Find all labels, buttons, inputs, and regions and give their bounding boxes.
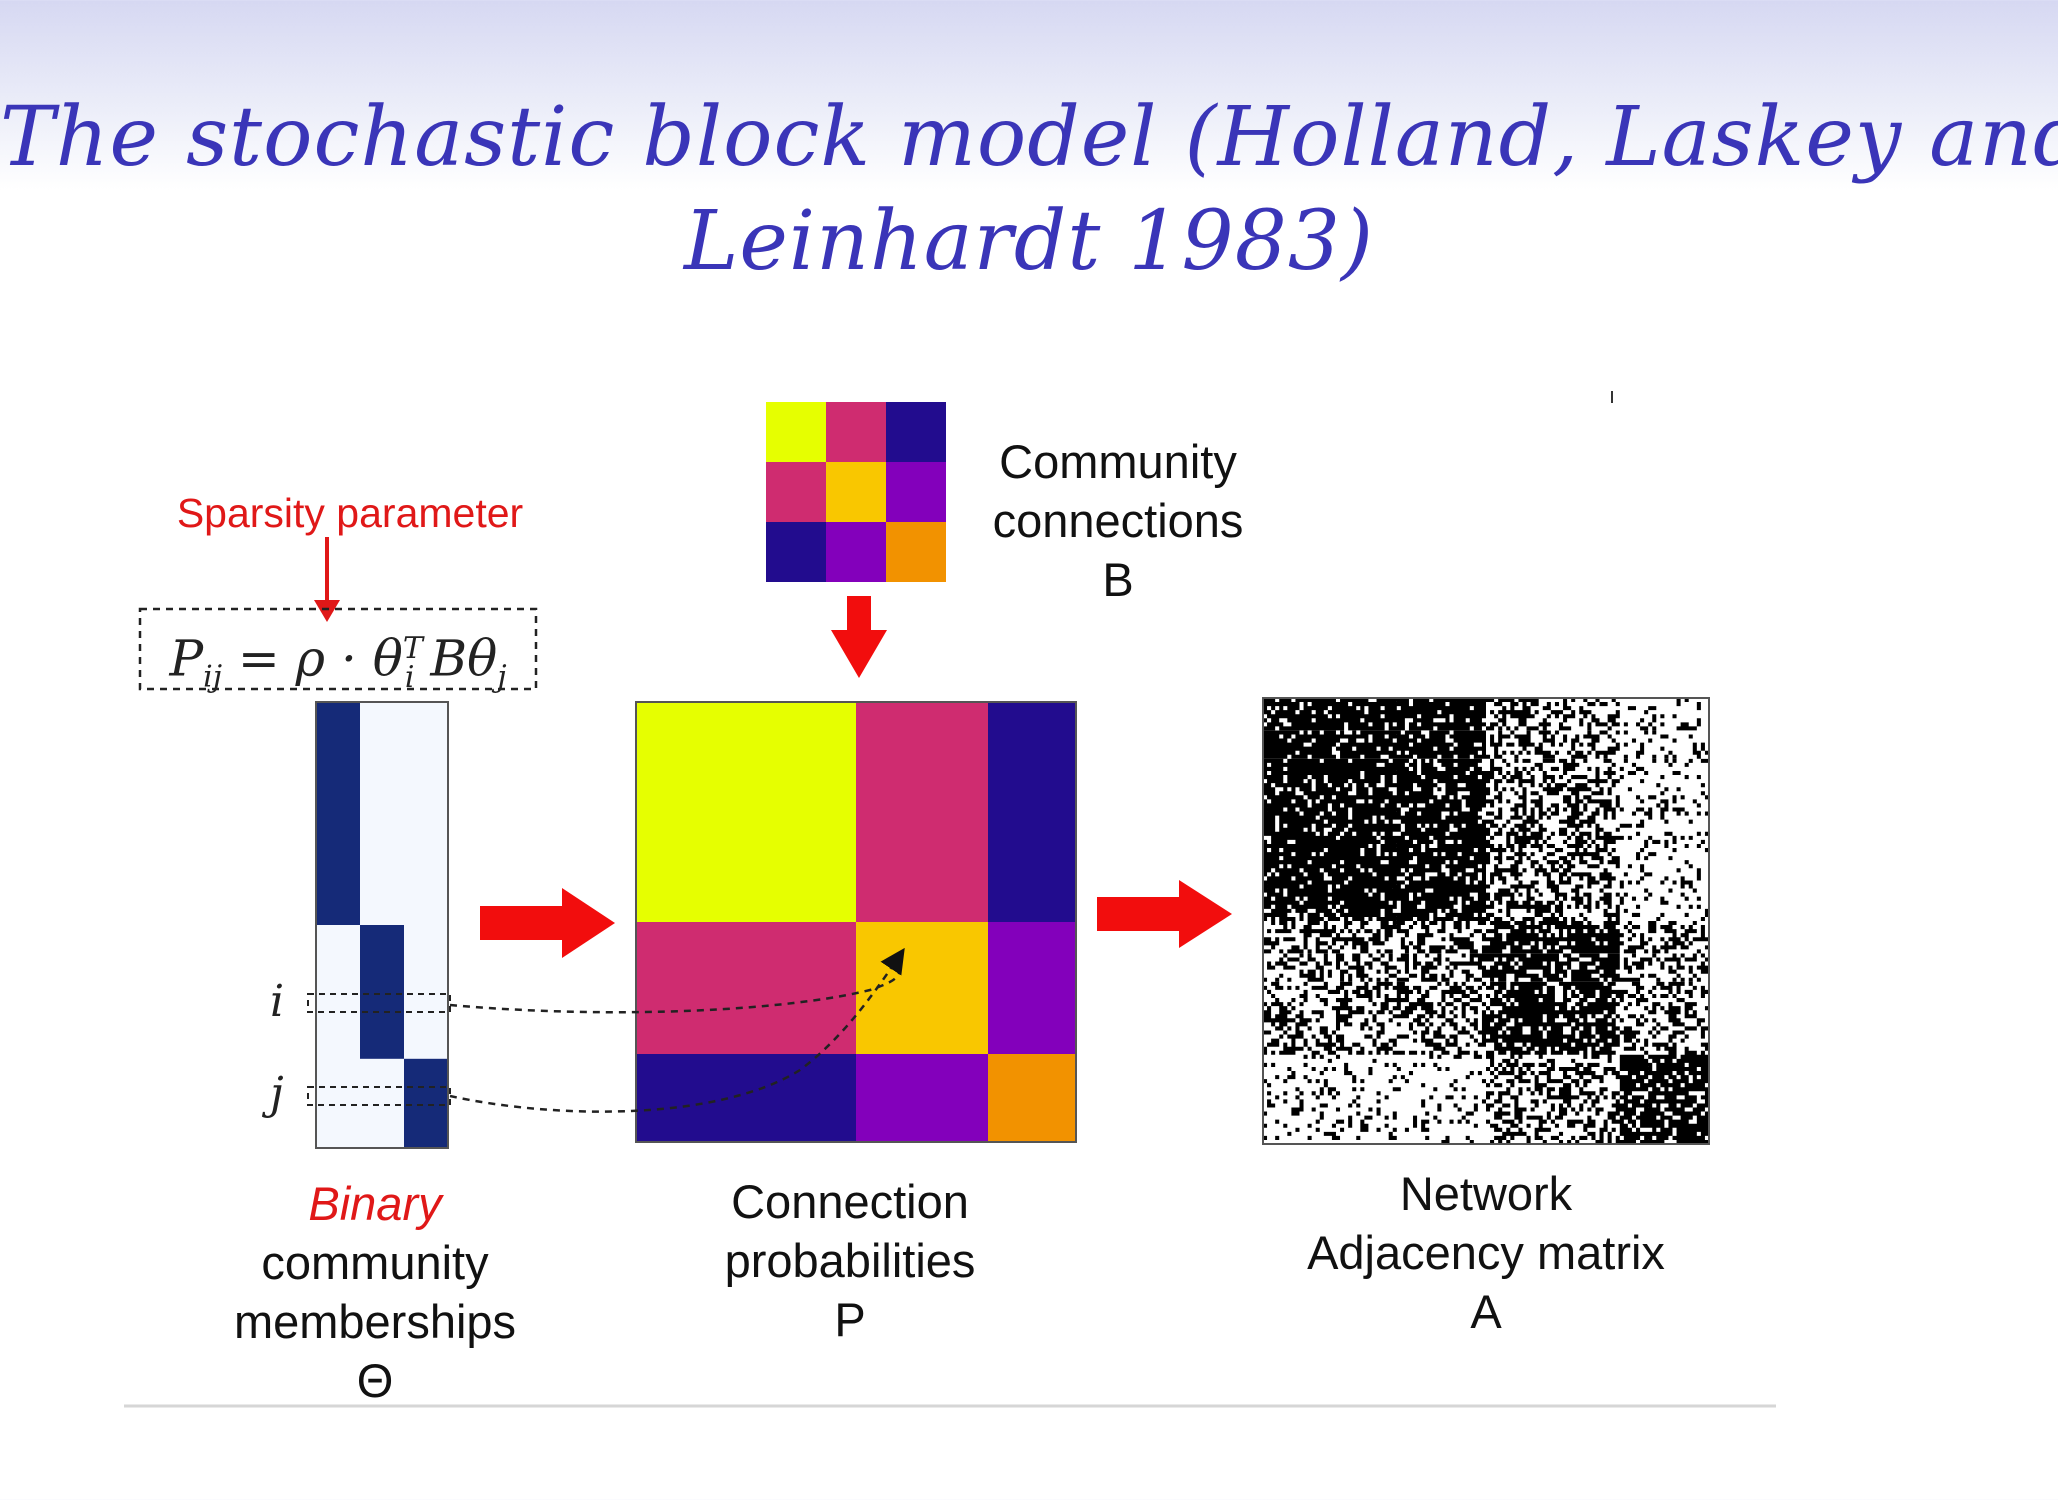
p-block <box>636 702 856 922</box>
sparsity-label: Sparsity parameter <box>176 490 524 536</box>
row-i-box <box>307 993 451 1013</box>
b-cell <box>886 402 946 462</box>
adjacency-entries <box>1263 698 1709 1144</box>
row-j-label: j <box>270 1068 284 1119</box>
row-j-connector <box>449 947 905 1113</box>
row-j-box <box>307 1086 451 1106</box>
theta-membership-block <box>316 702 360 925</box>
b-cell <box>826 402 886 462</box>
b-cell <box>886 522 946 582</box>
p-block <box>856 1054 988 1142</box>
title-line-1: The stochastic block model (Holland, Las… <box>0 90 2058 185</box>
slide-title: The stochastic block model (Holland, Las… <box>0 86 2058 294</box>
adjacency-matrix <box>1262 697 1710 1145</box>
sbm-formula: Pij = ρ · θTi Bθj <box>169 629 507 695</box>
p-matrix <box>635 701 1077 1143</box>
b-cell <box>886 462 946 522</box>
sparsity-arrow <box>314 537 340 622</box>
title-line-2: Leinhardt 1983) <box>683 194 1375 289</box>
a-matrix-label: Network Adjacency matrix A <box>1307 1167 1665 1338</box>
p-block <box>856 702 988 922</box>
b-cell <box>826 462 886 522</box>
arrow-b-to-p <box>831 596 887 678</box>
p-block <box>988 702 1076 922</box>
theta-membership-block <box>404 1058 448 1148</box>
b-cell <box>766 462 826 522</box>
arrow-p-to-a <box>1097 880 1232 948</box>
b-matrix <box>766 402 946 582</box>
b-matrix-label: Community connections B <box>992 435 1244 606</box>
p-block <box>636 922 856 1054</box>
p-matrix-label: Connection probabilities P <box>724 1175 976 1346</box>
b-cell <box>826 522 886 582</box>
p-block <box>636 1054 856 1142</box>
row-i-label: i <box>270 976 285 1027</box>
theta-matrix <box>307 701 451 1149</box>
b-cell <box>766 522 826 582</box>
p-block <box>988 922 1076 1054</box>
p-block <box>988 1054 1076 1142</box>
arrow-theta-to-p <box>480 888 615 958</box>
formula-box <box>138 607 538 691</box>
theta-membership-block <box>360 925 404 1059</box>
row-i-connector <box>449 964 902 1014</box>
b-cell <box>766 402 826 462</box>
theta-matrix-label: Binary community memberships Θ <box>233 1177 517 1407</box>
